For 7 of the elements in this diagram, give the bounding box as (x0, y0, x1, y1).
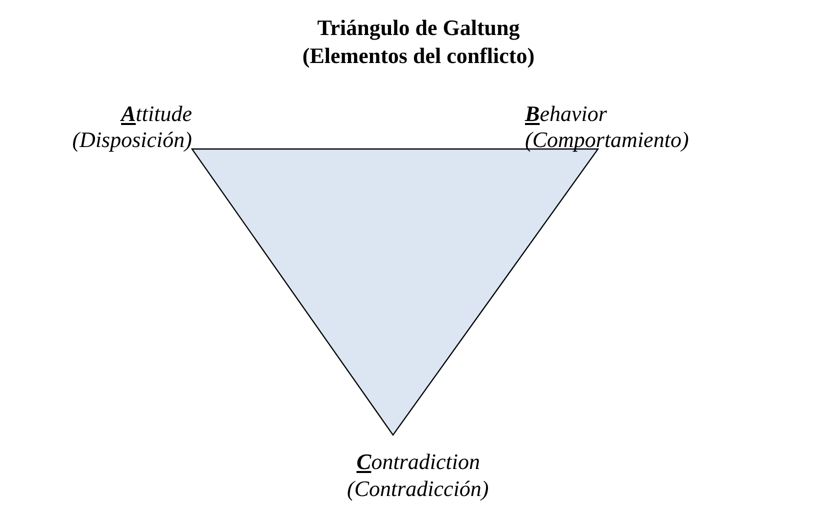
title: Triángulo de Galtung (Elementos del conflicto) (301, 14, 536, 70)
vertex-label: Attitude (121, 101, 192, 127)
vertex-translation: (Contradicción) (347, 476, 489, 502)
vertex-translation: (Disposición) (72, 127, 192, 153)
vertex-label: Contradiction (356, 449, 480, 475)
vertex-label: Behavior (525, 101, 607, 127)
vertex-translation: (Comportamiento) (525, 127, 689, 153)
